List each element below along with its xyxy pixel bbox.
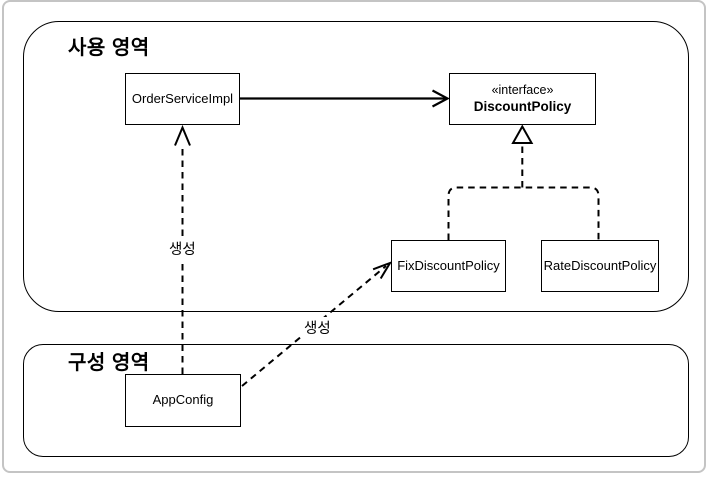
- node-discount-policy-interface: «interface» DiscountPolicy: [449, 73, 596, 125]
- interface-stereotype-label: «interface»: [491, 83, 554, 98]
- hollow-triangle-arrowhead: [511, 124, 534, 144]
- edge-realization-tree: [447, 144, 600, 240]
- node-rate-discount-policy: RateDiscountPolicy: [541, 240, 659, 292]
- create-edge-label-diagonal: 생성: [302, 317, 333, 338]
- config-area-title: 구성 영역: [68, 352, 150, 374]
- edge-association-orderservice-to-discountpolicy: [240, 89, 450, 108]
- node-label: OrderServiceImpl: [131, 90, 234, 106]
- node-label: DiscountPolicy: [473, 99, 572, 115]
- node-label: FixDiscountPolicy: [397, 257, 500, 273]
- node-label: AppConfig: [152, 392, 214, 408]
- edge-create-appconfig-to-orderservice: [174, 124, 191, 374]
- node-fix-discount-policy: FixDiscountPolicy: [391, 240, 506, 292]
- config-area-container: [23, 344, 689, 457]
- usage-area-title: 사용 영역: [68, 37, 150, 59]
- node-label: RateDiscountPolicy: [543, 257, 657, 273]
- node-order-service-impl: OrderServiceImpl: [125, 73, 240, 125]
- node-app-config: AppConfig: [125, 374, 241, 427]
- create-edge-label-vertical: 생성: [167, 238, 198, 259]
- usage-area-container: [23, 21, 689, 312]
